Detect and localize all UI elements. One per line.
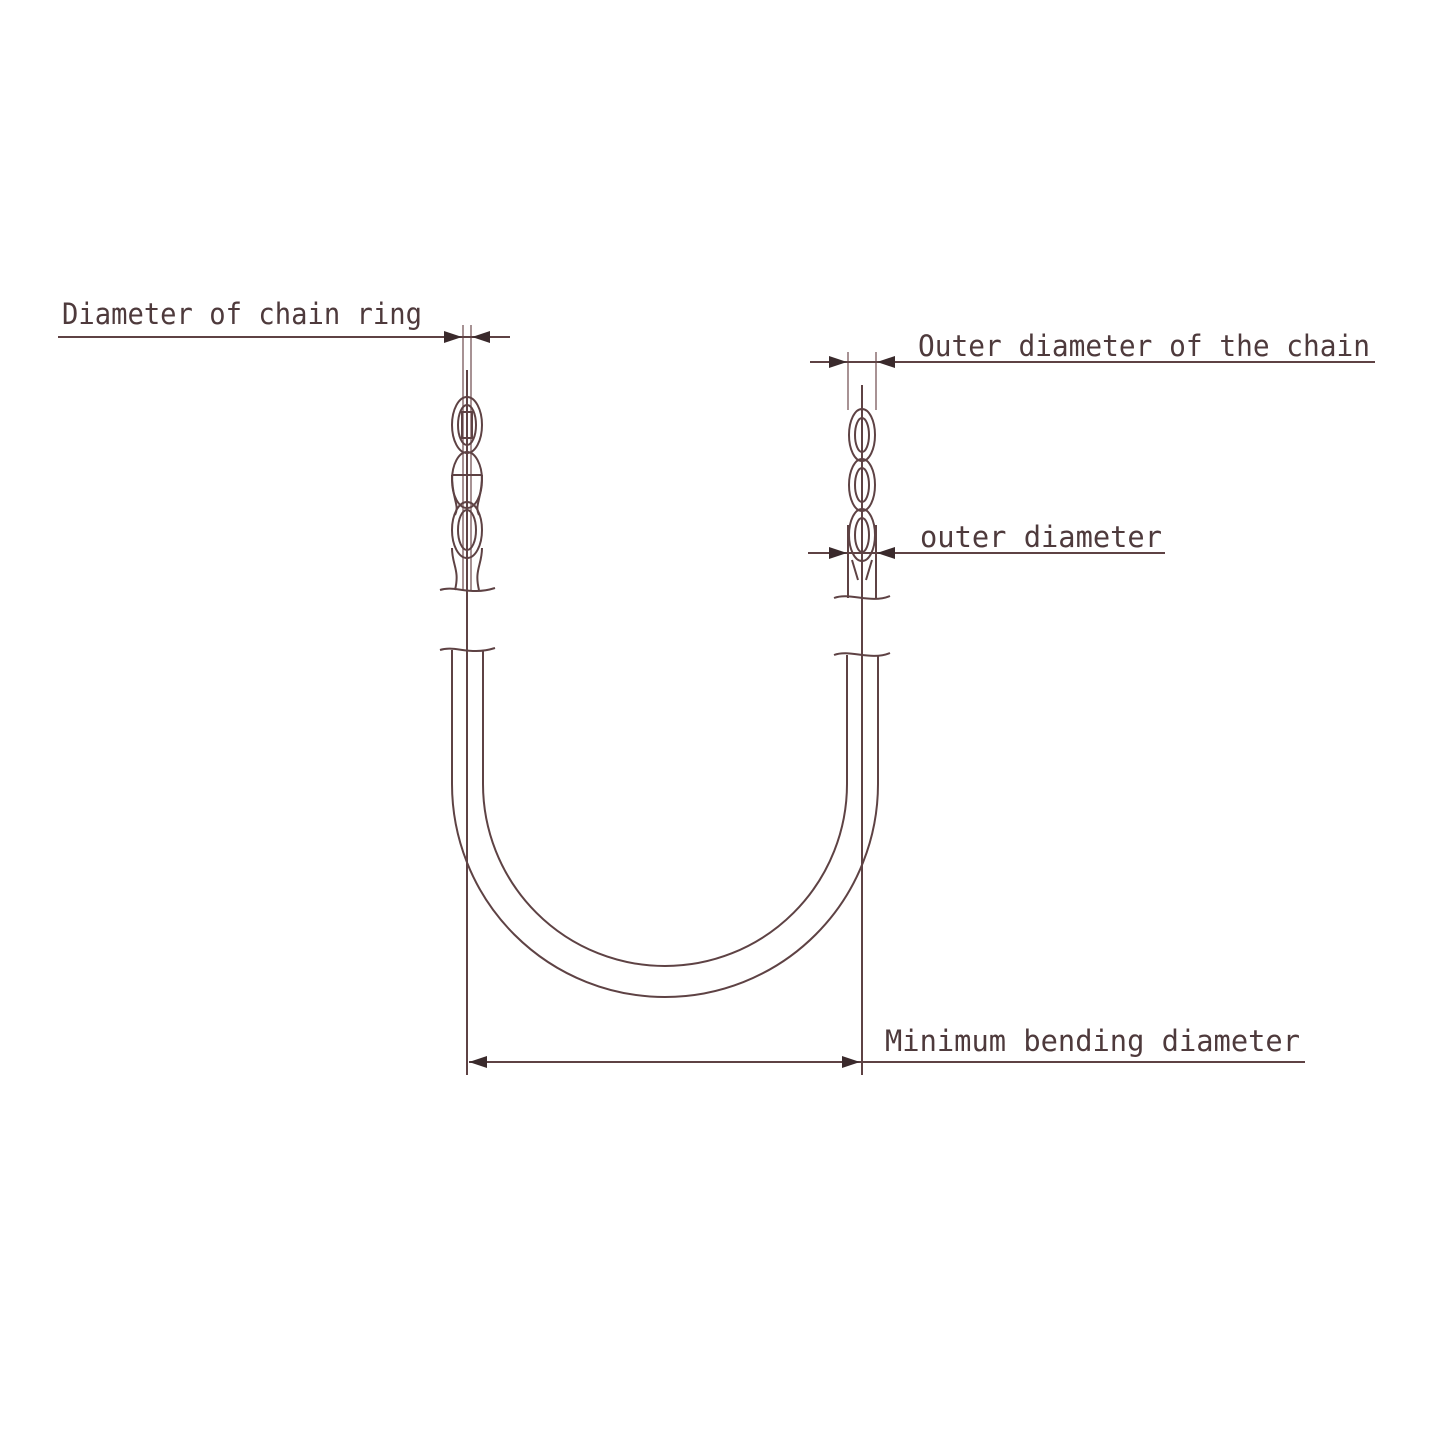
label-outer-diameter: outer diameter <box>920 520 1162 554</box>
left-chain <box>451 325 483 1075</box>
dimension-bending <box>466 790 1305 1075</box>
label-bending-diameter: Minimum bending diameter <box>885 1024 1300 1058</box>
right-chain <box>847 352 877 1075</box>
bent-chain <box>451 650 879 998</box>
label-chain-ring: Diameter of chain ring <box>62 297 422 331</box>
break-lines <box>439 587 891 657</box>
label-outer-chain: Outer diameter of the chain <box>918 329 1370 363</box>
